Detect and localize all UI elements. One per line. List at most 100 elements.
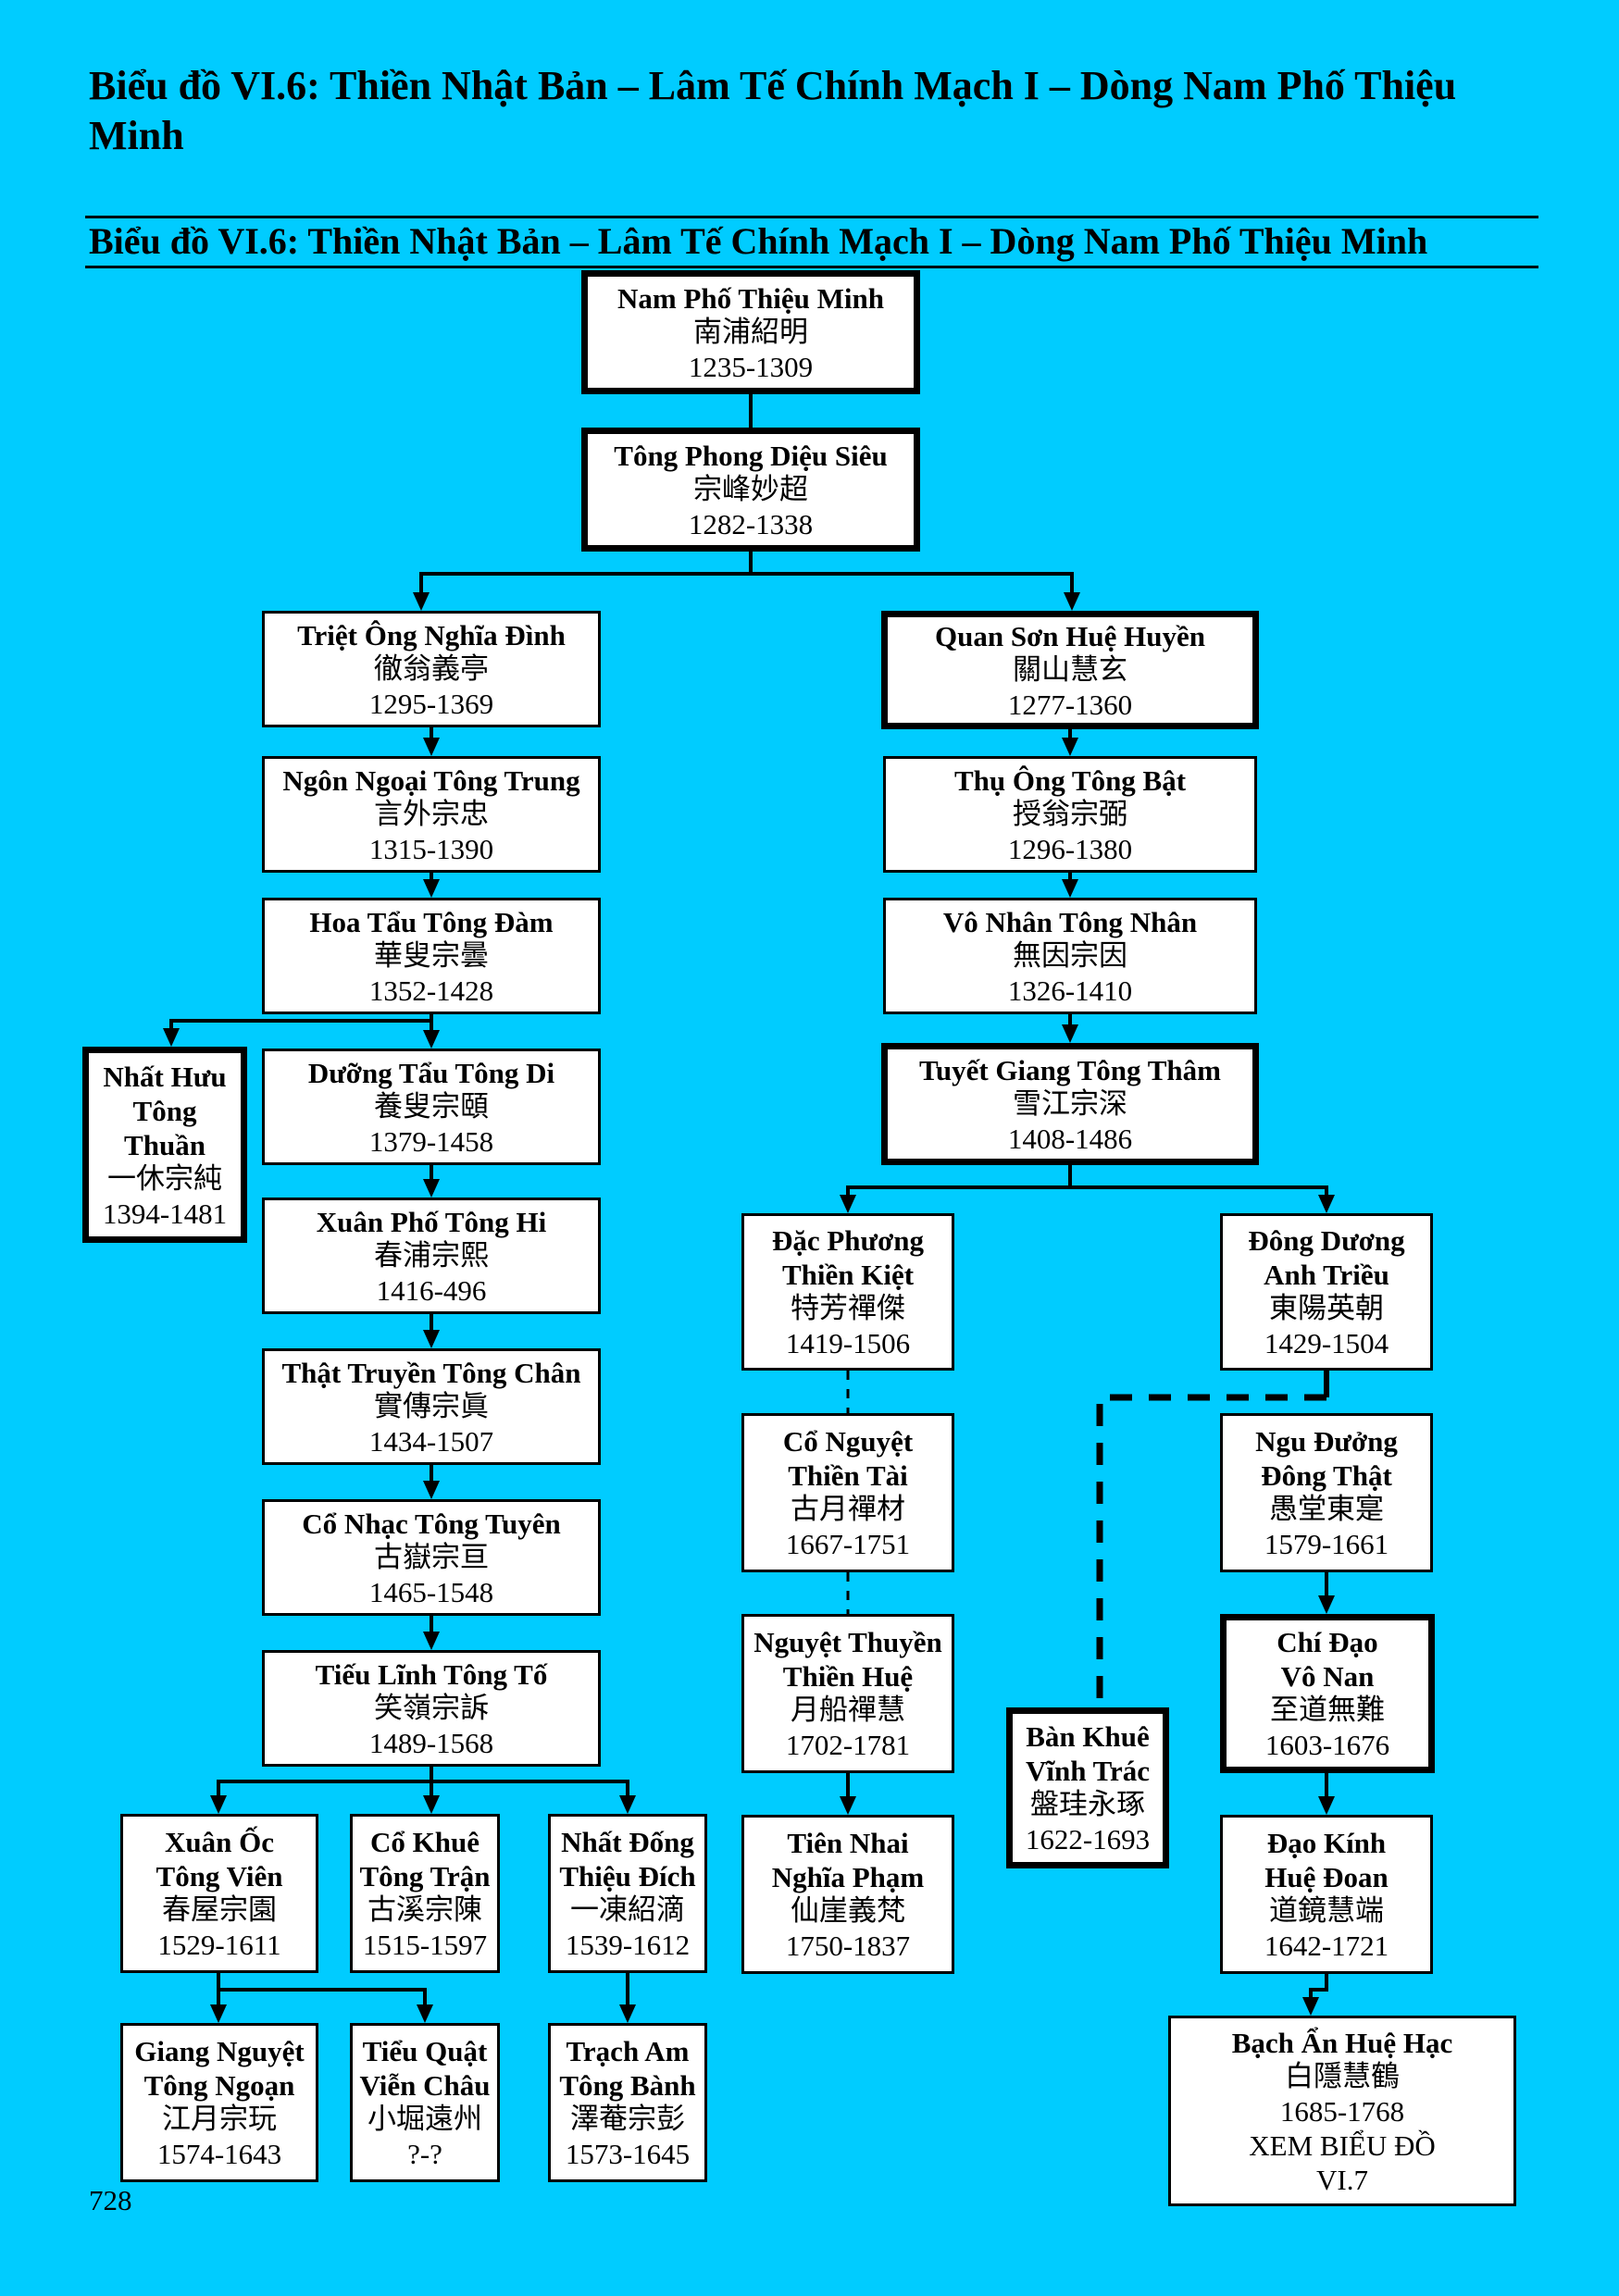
node-chinese-name: 小堀遠州 [367, 2103, 482, 2136]
node-years: 1408-1486 [1007, 1122, 1133, 1155]
connector-line [218, 1988, 427, 2006]
node-years: 1573-1645 [565, 2138, 691, 2170]
node-chinese-name: 宗峰妙超 [693, 472, 808, 506]
node-years: 1434-1507 [368, 1424, 494, 1458]
node-chinese-name: 徹翁義亭 [374, 652, 489, 686]
node-name: Hoa Tẩu Tông Đàm [309, 905, 554, 938]
connector-line [846, 1165, 1072, 1197]
node-years: 1419-1506 [785, 1327, 911, 1359]
arrowhead-icon [1064, 592, 1080, 611]
node-years: 1326-1410 [1007, 974, 1133, 1007]
node-name: Tông Viên [156, 1860, 283, 1893]
node-name: Thiền Huệ [782, 1660, 914, 1693]
node-name: Quan Sơn Huệ Huyền [935, 619, 1205, 652]
node-name: Thụ Ông Tông Bật [953, 763, 1187, 797]
node-name: Giang Nguyệt [134, 2035, 305, 2067]
node-name: Vô Nhân Tông Nhân [942, 905, 1198, 938]
connector-line [751, 572, 1074, 594]
node-name: Ngu Đưởng [1255, 1425, 1398, 1458]
arrowhead-icon [1062, 879, 1078, 898]
arrowhead-icon [1318, 1195, 1335, 1213]
node-years: 1667-1751 [785, 1528, 911, 1560]
node-name: Nhất Đống [561, 1826, 694, 1858]
node-years: 1235-1309 [688, 350, 814, 383]
arrowhead-icon [210, 1795, 227, 1814]
node-name: Đạo Kính [1266, 1827, 1387, 1859]
node-years: 1603-1676 [1264, 1729, 1390, 1761]
arrowhead-icon [840, 1195, 856, 1213]
node-chinese-name: 言外宗忠 [374, 797, 489, 831]
connector-line [1309, 1974, 1328, 1999]
node-years: 1622-1693 [1025, 1823, 1151, 1855]
node-chinese-name: 實傳宗眞 [374, 1389, 489, 1423]
node-name: Vô Nan [1280, 1660, 1375, 1693]
node-years: 1282-1338 [688, 507, 814, 540]
node-name: Anh Triều [1264, 1259, 1389, 1291]
node-name: Tiên Nhai [787, 1827, 909, 1859]
node-chinese-name: 澤菴宗彭 [570, 2103, 685, 2136]
connector-line [419, 552, 753, 594]
edge-layer [163, 394, 1335, 2023]
node-name: Nghĩa Phạm [771, 1861, 925, 1893]
arrowhead-icon [1062, 738, 1078, 756]
node-name: Thật Truyền Tông Chân [281, 1356, 581, 1389]
node-chinese-name: 白隱慧鶴 [1285, 2059, 1400, 2093]
node-name: Chí Đạo [1277, 1626, 1378, 1658]
node-chinese-name: 特芳禪傑 [791, 1292, 905, 1325]
node-chinese-name: 關山慧玄 [1013, 652, 1127, 687]
node-years: 1750-1837 [785, 1930, 911, 1962]
node-chinese-name: 笑嶺宗訴 [374, 1691, 489, 1725]
node-name: Tiếu Lĩnh Tông Tố [315, 1657, 548, 1691]
arrowhead-icon [210, 2004, 227, 2023]
arrowhead-icon [423, 1481, 440, 1499]
arrowhead-icon [413, 592, 430, 611]
node-chinese-name: 春浦宗熙 [374, 1238, 489, 1272]
arrowhead-icon [619, 2004, 636, 2023]
node-name: Cổ Nhạc Tông Tuyên [302, 1507, 561, 1540]
node-chinese-name: 仙崖義梵 [791, 1894, 905, 1928]
node-name: Dưỡng Tẩu Tông Di [307, 1056, 555, 1089]
node-years: 1529-1611 [157, 1929, 281, 1961]
node-name: Thiệu Đích [559, 1860, 696, 1893]
node-name: Tông Ngoạn [143, 2069, 295, 2102]
arrowhead-icon [423, 879, 440, 898]
node-cross-reference-note: XEM BIỂU ĐỒ [1249, 2128, 1436, 2162]
connector-line [169, 1014, 433, 1030]
node-chinese-name: 無因宗因 [1013, 938, 1127, 973]
node-years: 1579-1661 [1264, 1528, 1389, 1560]
node-chinese-name: 至道無難 [1270, 1694, 1385, 1727]
node-name: Bạch Ẩn Huệ Hạc [1231, 2026, 1453, 2059]
node-name: Viễn Châu [359, 2069, 491, 2102]
chart-header: Biểu đồ VI.6: Thiền Nhật Bản – Lâm Tế Ch… [85, 216, 1538, 268]
node-name: Triệt Ông Nghĩa Đình [297, 618, 566, 652]
node-name: Nguyệt Thuyền [753, 1626, 942, 1658]
node-years: ?-? [407, 2138, 442, 2170]
node-years: 1416-496 [376, 1273, 487, 1307]
node-chinese-name: 春屋宗園 [162, 1893, 277, 1927]
node-name: Huệ Đoan [1264, 1861, 1389, 1893]
node-name: Nhất Hưu [103, 1060, 227, 1093]
arrowhead-icon [423, 738, 440, 756]
node-chinese-name: 古月禪材 [791, 1493, 905, 1526]
arrowhead-icon [423, 1330, 440, 1348]
node-years: 1539-1612 [565, 1929, 691, 1961]
node-name: Xuân Phố Tông Hi [316, 1205, 547, 1238]
connector-line [217, 1767, 433, 1797]
node-name: Đông Thật [1261, 1459, 1392, 1492]
node-chinese-name: 月船禪慧 [791, 1694, 905, 1727]
